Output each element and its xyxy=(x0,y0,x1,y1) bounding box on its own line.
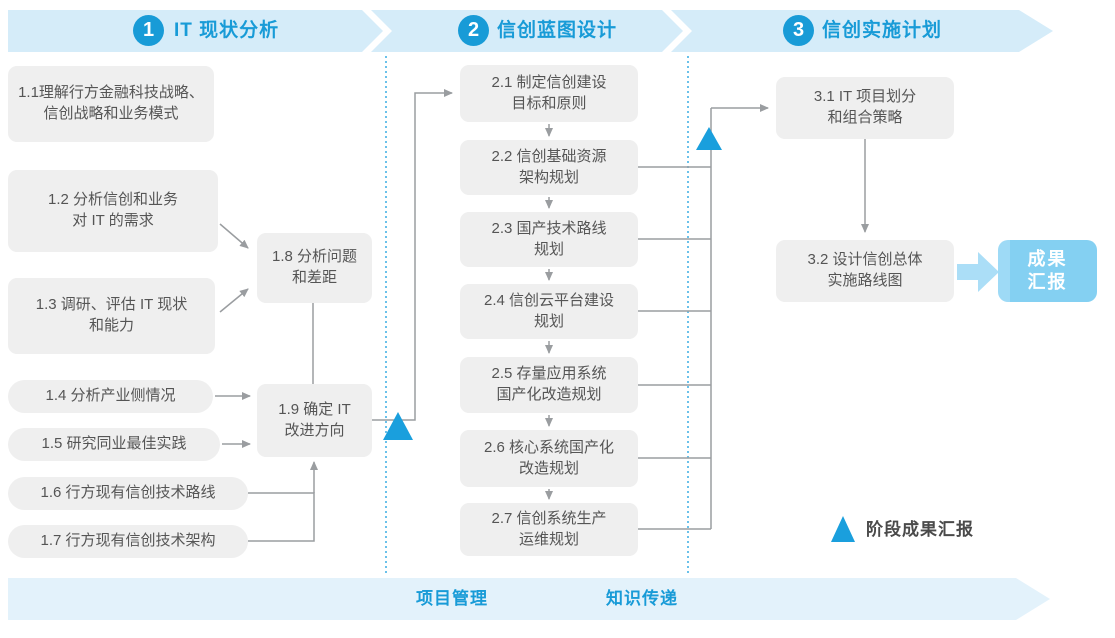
phase-3-number-badge: 3 xyxy=(783,15,814,46)
arrow-1-3-to-1-8 xyxy=(219,288,249,313)
step-box-3-2: 3.2 设计信创总体 实施路线图 xyxy=(776,240,954,302)
step-box-2-2: 2.2 信创基础资源 架构规划 xyxy=(460,140,638,195)
line-1-6-1-7-merge xyxy=(248,492,315,542)
footer-band xyxy=(8,578,1050,620)
phase-1-title: IT 现状分析 xyxy=(174,20,280,41)
step-box-2-4: 2.4 信创云平台建设 规划 xyxy=(460,284,638,339)
phase-header-band xyxy=(8,10,1053,52)
step-box-2-6: 2.6 核心系统国产化 改造规划 xyxy=(460,430,638,487)
step-box-1-3: 1.3 调研、评估 IT 现状 和能力 xyxy=(8,278,215,354)
step-box-1-1: 1.1理解行方金融科技战略、 信创战略和业务模式 xyxy=(8,66,214,142)
step-box-2-1: 2.1 制定信创建设 目标和原则 xyxy=(460,65,638,122)
milestone-triangle-phase2-icon xyxy=(696,127,722,150)
step-box-1-9: 1.9 确定 IT 改进方向 xyxy=(257,384,372,457)
step-box-1-2: 1.2 分析信创和业务 对 IT 的需求 xyxy=(8,170,218,252)
phase-3-title: 信创实施计划 xyxy=(822,20,943,41)
result-report-box: 成果 汇报 xyxy=(998,240,1097,302)
footer-label-knowledge-transfer: 知识传递 xyxy=(606,589,678,608)
phase-2-number-badge: 2 xyxy=(458,15,489,46)
arrow-1-9-to-2-1 xyxy=(372,89,453,421)
step-box-1-6: 1.6 行方现有信创技术路线 xyxy=(8,477,248,510)
phase-2-title: 信创蓝图设计 xyxy=(497,20,618,41)
step-box-2-3: 2.3 国产技术路线 规划 xyxy=(460,212,638,267)
footer-label-project-management: 项目管理 xyxy=(416,589,488,608)
step-box-2-5: 2.5 存量应用系统 国产化改造规划 xyxy=(460,357,638,413)
phase-1-number-badge: 1 xyxy=(133,15,164,46)
step-box-3-1: 3.1 IT 项目划分 和组合策略 xyxy=(776,77,954,139)
thick-arrow-3-2-to-result-icon xyxy=(957,252,999,292)
step-box-1-7: 1.7 行方现有信创技术架构 xyxy=(8,525,248,558)
milestone-triangle-phase1-icon xyxy=(383,412,413,440)
step-box-1-8: 1.8 分析问题 和差距 xyxy=(257,233,372,303)
legend-label: 阶段成果汇报 xyxy=(866,520,974,539)
step-box-1-5: 1.5 研究同业最佳实践 xyxy=(8,428,220,461)
arrow-1-2-to-1-8 xyxy=(219,223,249,249)
step-box-2-7: 2.7 信创系统生产 运维规划 xyxy=(460,503,638,556)
step-box-1-4: 1.4 分析产业侧情况 xyxy=(8,380,213,413)
legend-triangle-icon xyxy=(831,516,855,542)
